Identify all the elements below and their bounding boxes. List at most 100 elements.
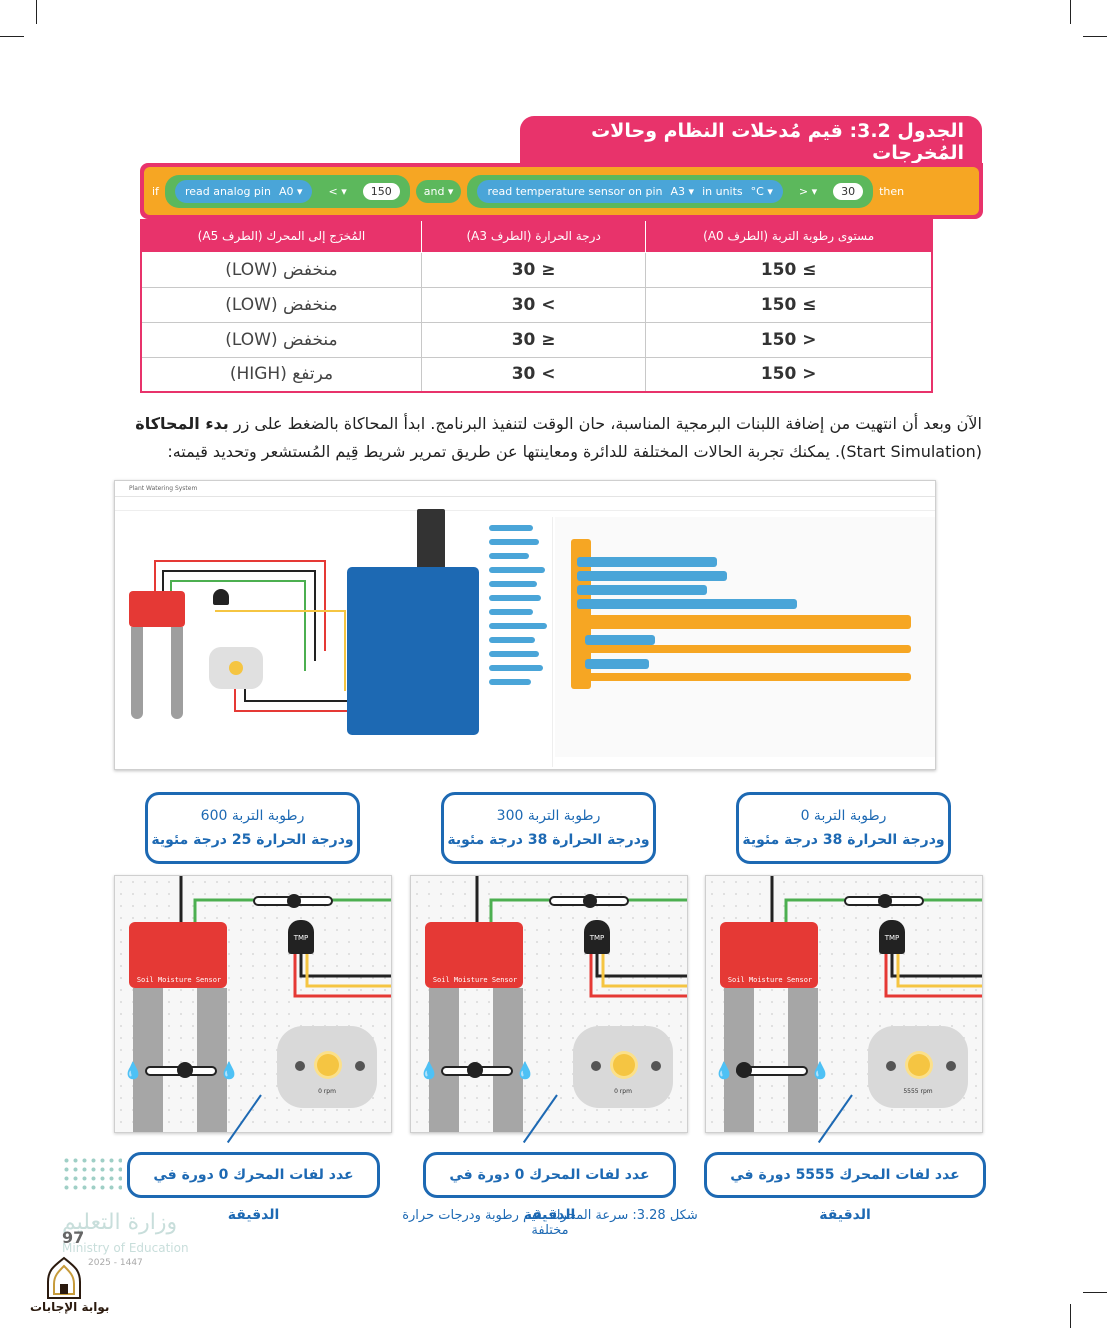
callout-line2: ودرجة الحرارة 38 درجة مئوية <box>742 832 945 848</box>
rpm-label-2: عدد لفات المحرك 0 دورة في الدقيقة <box>423 1152 676 1223</box>
val2-input[interactable]: 30 <box>833 182 864 200</box>
callout-line2: ودرجة الحرارة 25 درجة مئوية <box>151 832 354 848</box>
soil-sensor[interactable] <box>129 922 227 988</box>
read-analog-block: read analog pin A0 ▾ <box>174 179 313 203</box>
temperature-knob[interactable] <box>878 894 892 908</box>
motor-rpm: 5555 rpm <box>903 1088 933 1095</box>
pin-a3-dropdown[interactable]: A3 ▾ <box>670 184 695 198</box>
and-dropdown[interactable]: and ▾ <box>415 179 462 203</box>
motor-rpm: 0 rpm <box>318 1088 336 1095</box>
crop-mark <box>36 0 37 24</box>
ministry-name-en: Ministry of Education <box>62 1241 189 1255</box>
unit-dropdown[interactable]: °C ▾ <box>750 184 773 198</box>
moisture-knob[interactable] <box>467 1062 483 1078</box>
compare-block-1: read analog pin A0 ▾ < ▾ 150 <box>164 174 410 208</box>
callout-line2: ودرجة الحرارة 38 درجة مئوية <box>447 832 650 848</box>
sensor-prong <box>133 988 163 1132</box>
temperature-knob[interactable] <box>287 894 301 908</box>
motor-rotor-icon <box>317 1054 339 1076</box>
para-line1: الآن وبعد أن انتهيت من إضافة اللبنات الب… <box>228 414 982 433</box>
motor-rotor-icon <box>613 1054 635 1076</box>
site-logo-icon <box>47 1256 81 1299</box>
cell-moisture: < 150 <box>645 356 933 393</box>
sensor-prong <box>429 988 459 1132</box>
cell-output: منخفض (LOW) <box>140 321 422 358</box>
in-units-label: in units <box>702 184 743 198</box>
table-row: < 150 ≤ 30 منخفض (LOW) <box>140 321 933 358</box>
op1-dropdown[interactable]: < ▾ <box>320 179 355 203</box>
temperature-knob[interactable] <box>583 894 597 908</box>
arduino-board <box>347 567 479 735</box>
simulator-titlebar: Plant Watering System <box>115 481 935 497</box>
table-row: ≥ 150 ≤ 30 منخفض (LOW) <box>140 251 933 288</box>
circuit-panel-2: Soil Moisture Sensor TMP 💧 💧 0 rpm <box>410 875 688 1133</box>
callout-moisture-300: رطوبة التربة 300 ودرجة الحرارة 38 درجة م… <box>441 792 656 864</box>
cell-temperature: ≤ 30 <box>420 251 647 288</box>
header-moisture: مستوى رطوبة التربة (الطرف A0) <box>645 219 933 253</box>
sensor-label: Soil Moisture Sensor <box>727 976 813 984</box>
block-palette[interactable] <box>485 517 553 767</box>
table-title: الجدول 3.2: قيم مُدخلات النظام وحالات ال… <box>520 116 982 168</box>
temperature-sensor[interactable] <box>213 589 229 605</box>
sensor-prong <box>788 988 818 1132</box>
val1-input[interactable]: 150 <box>362 182 400 200</box>
simulator-title: Plant Watering System <box>129 485 198 492</box>
moisture-knob[interactable] <box>736 1062 752 1078</box>
sensor-prong <box>131 627 143 719</box>
callout-moisture-0: رطوبة التربة 0 ودرجة الحرارة 38 درجة مئو… <box>736 792 951 864</box>
pin-a0-dropdown[interactable]: A0 ▾ <box>278 184 303 198</box>
motor-rotor-icon <box>908 1054 930 1076</box>
tmp-sensor: TMP <box>879 920 905 954</box>
header-output: المُخرَج إلى المحرك (الطرف A5) <box>140 219 422 253</box>
cell-output: منخفض (LOW) <box>140 251 422 288</box>
usb-connector <box>417 509 445 573</box>
cell-temperature: > 30 <box>420 286 647 323</box>
cell-temperature: > 30 <box>420 356 647 393</box>
code-workspace[interactable] <box>555 517 935 757</box>
read-temp-label: read temperature sensor on pin <box>487 184 663 198</box>
site-name: بوابة الإجابات <box>30 1300 110 1314</box>
crop-mark <box>0 36 24 37</box>
moisture-knob[interactable] <box>177 1062 193 1078</box>
sensor-prong <box>171 627 183 719</box>
callout-line1: رطوبة التربة 0 <box>800 808 887 824</box>
edition-year: 2025 - 1447 <box>88 1258 143 1268</box>
cell-output: منخفض (LOW) <box>140 286 422 323</box>
sensor-label: Soil Moisture Sensor <box>432 976 518 984</box>
drop-icon: 💧 <box>810 1061 830 1080</box>
header-temperature: درجة الحرارة (الطرف A3) <box>420 219 647 253</box>
callout-moisture-600: رطوبة التربة 600 ودرجة الحرارة 25 درجة م… <box>145 792 360 864</box>
circuit-panel-3: Soil Moisture Sensor TMP 💧 💧 5555 rpm <box>705 875 983 1133</box>
code-block: if read analog pin A0 ▾ < ▾ 150 and ▾ re… <box>140 163 983 219</box>
read-analog-label: read analog pin <box>184 184 271 198</box>
rpm-label-3: عدد لفات المحرك 5555 دورة في الدقيقة <box>704 1152 986 1223</box>
drop-icon: 💧 <box>419 1061 439 1080</box>
op2-dropdown[interactable]: > ▾ <box>790 179 826 203</box>
tmp-sensor: TMP <box>288 920 314 954</box>
cell-temperature: ≤ 30 <box>420 321 647 358</box>
io-table: مستوى رطوبة التربة (الطرف A0) درجة الحرا… <box>140 219 933 393</box>
sensor-prong <box>197 988 227 1132</box>
soil-sensor[interactable] <box>720 922 818 988</box>
para-line2: (Start Simulation). يمكنك تجربة الحالات … <box>167 442 982 461</box>
ministry-name-ar: وزارة التعليم <box>62 1210 178 1235</box>
drop-icon: 💧 <box>515 1061 535 1080</box>
figure-caption: شكل 3.28: سرعة المحرك بقيم رطوبة ودرجات … <box>402 1208 698 1238</box>
drop-icon: 💧 <box>219 1061 239 1080</box>
then-keyword: then <box>879 184 905 198</box>
tmp-sensor: TMP <box>584 920 610 954</box>
crop-mark <box>1070 0 1071 24</box>
drop-icon: 💧 <box>123 1061 143 1080</box>
instruction-paragraph: الآن وبعد أن انتهيت من إضافة اللبنات الب… <box>112 410 982 466</box>
circuit-panel-1: Soil Moisture Sensor TMP 💧 💧 0 rpm <box>114 875 392 1133</box>
sensor-prong <box>724 988 754 1132</box>
page-number: 97 <box>62 1228 85 1247</box>
callout-line1: رطوبة التربة 300 <box>496 808 601 824</box>
crop-mark <box>1083 36 1107 37</box>
ministry-logo-dots <box>62 1156 122 1192</box>
soil-sensor[interactable] <box>425 922 523 988</box>
soil-sensor[interactable] <box>129 591 185 627</box>
table-row: ≥ 150 > 30 منخفض (LOW) <box>140 286 933 323</box>
para-bold: بدء المحاكاة <box>135 414 229 433</box>
cell-moisture: ≥ 150 <box>645 251 933 288</box>
